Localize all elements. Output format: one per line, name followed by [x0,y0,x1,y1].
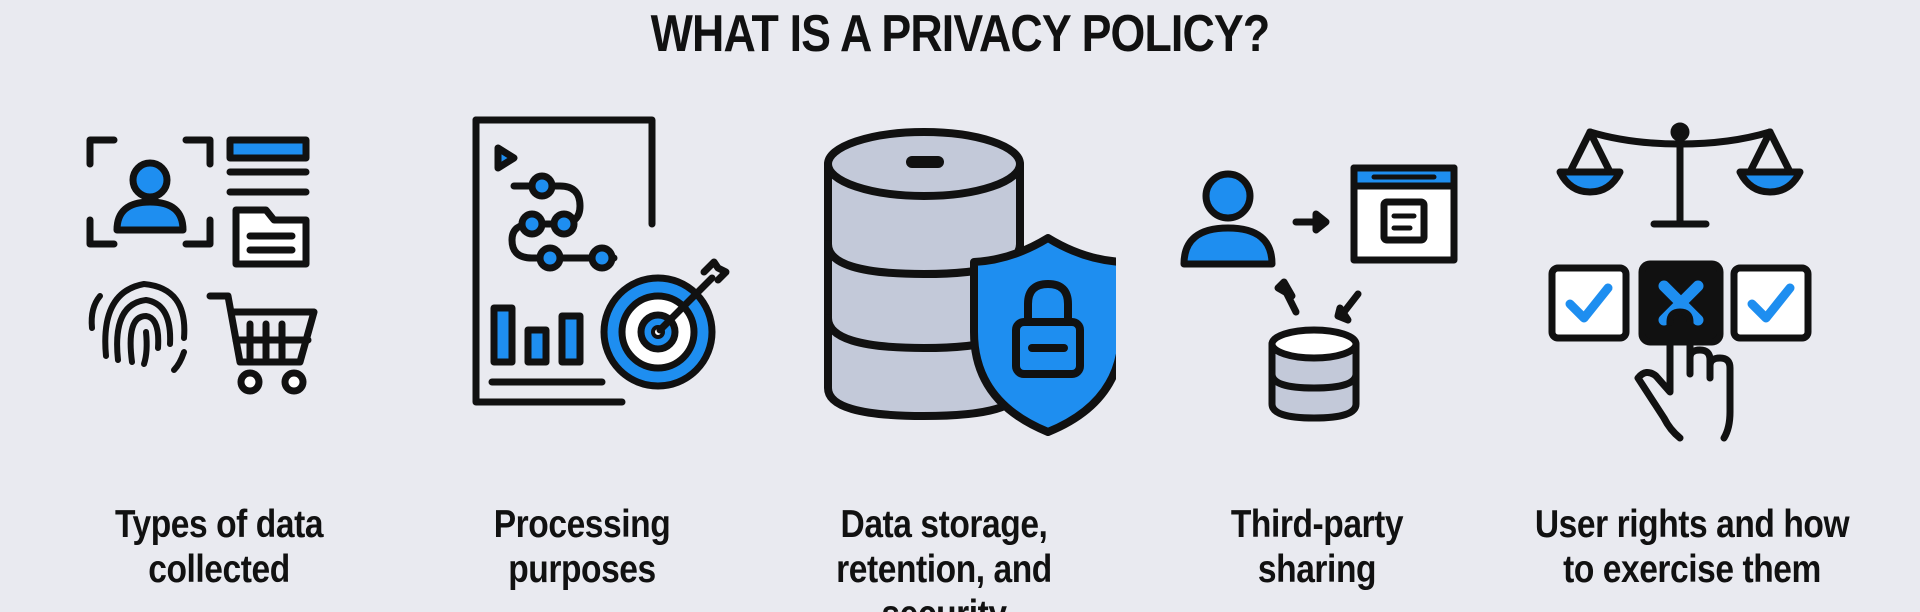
caption-line: sharing [1257,548,1377,591]
caption-data-storage: Data storage, retention, and security [781,502,1108,612]
caption-types-of-data: Types of data collected [56,502,383,592]
caption-processing-purposes: Processing purposes [419,502,746,592]
caption-line: Processing [493,503,671,546]
caption-line: retention, and security [836,548,1052,612]
caption-line: Third-party [1230,503,1404,546]
processing-purposes-icon [468,112,768,442]
caption-line: Data storage, [840,503,1048,546]
caption-line: Types of data [114,503,324,546]
page-title: WHAT IS A PRIVACY POLICY? [650,5,1271,63]
caption-line: purposes [508,548,656,591]
data-collection-icon [70,112,370,442]
caption-line: User rights and how [1534,503,1850,546]
caption-line: collected [148,548,290,591]
caption-third-party-sharing: Third-party sharing [1154,502,1481,592]
third-party-sharing-icon [1180,112,1480,442]
caption-line: to exercise them [1563,548,1821,591]
user-rights-icon [1530,112,1830,442]
database-shield-icon [816,112,1116,442]
caption-user-rights: User rights and how to exercise them [1529,502,1856,592]
